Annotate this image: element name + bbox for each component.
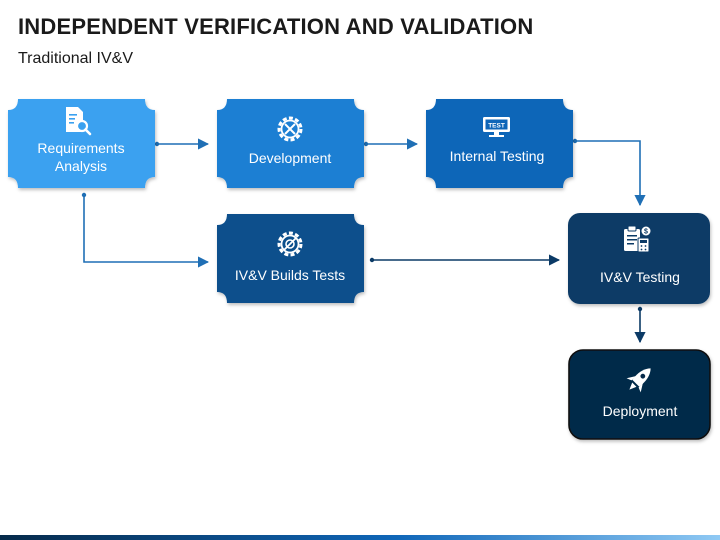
- connector-ivv-testing-to-deployment: [634, 306, 646, 344]
- connector-ivv-builds-to-ivv-testing: [369, 254, 561, 266]
- node-label-requirements-line2: Analysis: [55, 158, 107, 174]
- clipboard-calculator-icon: $: [624, 225, 651, 253]
- page-subtitle: Traditional IV&V: [18, 50, 134, 67]
- rocket-icon: [626, 368, 651, 393]
- connector-internal-to-ivv-testing: [572, 138, 646, 207]
- gear-tools-icon: [277, 116, 303, 142]
- node-development: Development: [217, 99, 364, 188]
- node-ivv-builds-tests: IV&V Builds Tests: [217, 214, 364, 303]
- connector-req-to-ivv-builds: [81, 192, 210, 268]
- bottom-accent-bar: [0, 535, 720, 540]
- page-title: INDEPENDENT VERIFICATION AND VALIDATION: [18, 14, 534, 39]
- connector-dev-to-internal: [363, 138, 419, 150]
- connector-req-to-dev: [154, 138, 210, 150]
- gear-compass-icon: [277, 231, 303, 257]
- node-label-ivv-builds-tests: IV&V Builds Tests: [235, 267, 345, 283]
- node-internal-testing: TEST Internal Testing: [426, 99, 573, 188]
- test-icon-text: TEST: [488, 122, 505, 129]
- document-search-icon: [66, 107, 92, 136]
- node-label-development: Development: [249, 150, 332, 166]
- node-label-ivv-testing: IV&V Testing: [600, 269, 680, 285]
- svg-text:$: $: [644, 229, 648, 236]
- node-requirements-analysis: Requirements Analysis: [8, 99, 155, 188]
- node-ivv-testing: $ IV&V Testing: [568, 213, 710, 304]
- node-label-internal-testing: Internal Testing: [450, 148, 545, 164]
- node-deployment: Deployment: [568, 349, 711, 440]
- node-label-deployment: Deployment: [603, 403, 678, 419]
- node-label-requirements-line1: Requirements: [37, 140, 124, 156]
- test-monitor-icon: TEST: [483, 117, 510, 137]
